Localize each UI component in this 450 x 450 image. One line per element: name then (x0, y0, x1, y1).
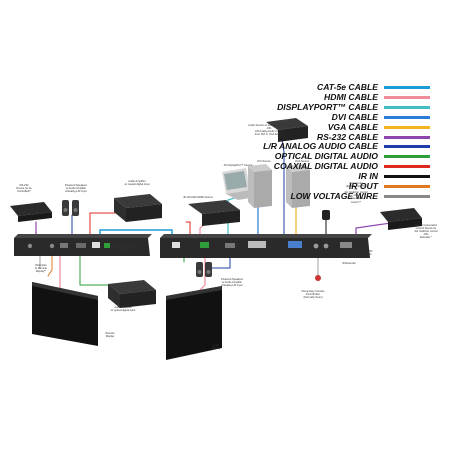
audio-amp-bottom (108, 280, 156, 308)
note-ir-emitter-remote: IR Emitter to Remote Display** (35, 264, 47, 274)
legend-swatch (384, 145, 430, 149)
speakers-center (196, 262, 212, 277)
hdmi-source (188, 200, 240, 226)
rs232-device-left (10, 202, 52, 222)
note-audio-amp-bottom: Audio Amplifier w/ optical digital input (110, 306, 136, 313)
note-switcher: EXT-UHDA-HBTL-RC 4x1 Switcher (Back) (347, 250, 373, 257)
note-momentary-switch: Momentary Contact Push Button (Normally … (301, 290, 325, 300)
legend-label: RS-232 CABLE (316, 131, 378, 142)
legend-label: DISPLAYPORT™ CABLE (277, 101, 378, 112)
legend-swatch (384, 105, 430, 109)
legend-label: COAXIAL DIGITAL AUDIO (273, 161, 378, 172)
legend-swatch (384, 194, 430, 198)
push-button (315, 275, 321, 281)
optical-cable-left (79, 249, 113, 286)
legend-swatch (384, 115, 430, 119)
dvi-source-tower (248, 164, 272, 208)
legend-swatch (384, 155, 430, 159)
legend-label: OPTICAL DIGITAL AUDIO (274, 151, 378, 162)
legend-label: IR IN (358, 171, 378, 182)
note-ir-extender: IR Extender (EXT-RLY-EXTN) for 4x1 Switc… (344, 182, 368, 204)
legend-label: L/R ANALOG AUDIO CABLE (263, 141, 378, 152)
note-powered-speakers-center: Powered Speakers or Audio Amplifier w/an… (221, 278, 243, 288)
ir-extender-device (322, 210, 330, 220)
automation-device (380, 208, 422, 230)
audio-source (266, 118, 308, 142)
legend-swatch (384, 95, 430, 99)
receiver-unit (14, 234, 152, 256)
legend-swatch (384, 86, 430, 89)
note-home-automation: RS-232 Automation Control Device for 4x1… (414, 224, 438, 240)
note-rs232-device: RS-232 Device (to be Controlled)* (16, 184, 32, 194)
note-powered-speakers-left: Powered Speakers or Audio Amplifier w/an… (65, 184, 87, 194)
note-dp-source: 4K DisplayPort™ Source (223, 164, 253, 167)
note-vga-source: VGA Source (294, 160, 310, 163)
legend-swatch (384, 185, 430, 188)
note-audio-source: Audio Source w/ analog L/R outputs -OR- … (248, 124, 290, 137)
note-ir-extender-box: IR Extender (342, 262, 356, 265)
legend-swatch (384, 135, 430, 139)
legend-label: IR OUT (348, 181, 378, 191)
legend-swatch (384, 125, 430, 129)
analog-audio-cable-source (281, 139, 285, 241)
switcher-unit (160, 234, 372, 258)
local-display (166, 286, 222, 360)
analog-audio-cable-center (209, 257, 231, 269)
coax-cable-left (89, 212, 119, 241)
legend-swatch (384, 165, 430, 169)
note-dvi-source: DVI Source (257, 160, 271, 163)
ir-out-cable (47, 249, 53, 277)
note-hdmi-source: 4K 2K/UHD HDMI Source (183, 196, 213, 199)
note-local-display: Local Display (211, 344, 221, 351)
legend-label: CAT-5e CABLE (317, 82, 378, 92)
legend-label: DVI CABLE (331, 111, 378, 122)
note-remote-display: Remote Display (105, 332, 115, 339)
vga-source-tower (286, 164, 310, 208)
legend-label: HDMI CABLE (324, 91, 378, 102)
legend-swatch (384, 175, 430, 179)
note-audio-amp-top: Audio Amplifier w/ coaxial digital input (124, 180, 150, 187)
speakers-left (62, 200, 79, 216)
audio-amp-top (114, 194, 162, 222)
remote-display (32, 282, 98, 346)
legend-label: LOW VOLTAGE WIRE (290, 190, 378, 201)
note-receiver: EXT-UHDA-HBTL-RC Receiver (Back) (111, 246, 137, 253)
legend-label: VGA CABLE (327, 121, 378, 132)
